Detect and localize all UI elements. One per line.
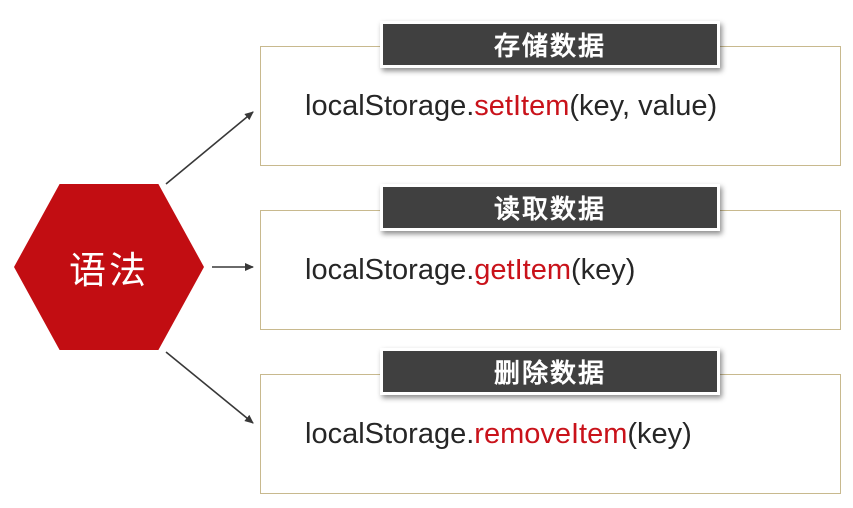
code-object: localStorage. bbox=[305, 417, 475, 450]
syntax-hexagon-fill: 语法 bbox=[14, 184, 204, 350]
code-object: localStorage. bbox=[305, 253, 475, 286]
syntax-hexagon-label: 语法 bbox=[69, 250, 149, 291]
remove-data-header: 删除数据 bbox=[380, 348, 720, 395]
read-data-header: 读取数据 bbox=[380, 184, 720, 231]
arrow-to-remove-box bbox=[165, 351, 254, 424]
store-data-code: localStorage.setItem(key, value) bbox=[261, 90, 717, 123]
code-args: (key) bbox=[627, 417, 692, 450]
syntax-hexagon: 语法 bbox=[8, 178, 210, 356]
arrow-to-store-box bbox=[165, 111, 254, 185]
code-args: (key, value) bbox=[569, 89, 718, 122]
store-data-header: 存储数据 bbox=[380, 21, 720, 68]
code-method-setitem: setItem bbox=[474, 89, 570, 122]
code-object: localStorage. bbox=[305, 89, 475, 122]
code-method-getitem: getItem bbox=[474, 253, 571, 286]
code-method-removeitem: removeItem bbox=[474, 417, 628, 450]
remove-data-code: localStorage.removeItem(key) bbox=[261, 418, 692, 451]
read-data-code: localStorage.getItem(key) bbox=[261, 254, 635, 287]
code-args: (key) bbox=[571, 253, 636, 286]
